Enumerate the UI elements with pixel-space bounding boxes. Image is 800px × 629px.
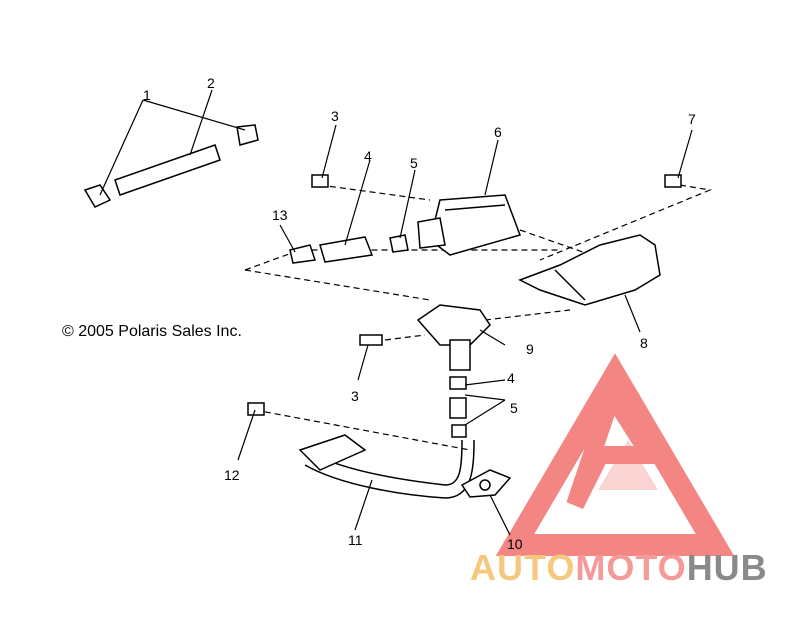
fitting-13: [289, 244, 316, 264]
bolt-upper: [311, 174, 329, 188]
callout-9: 9: [526, 341, 534, 357]
callout-3-lower: 3: [351, 388, 359, 404]
callout-5-lower: 5: [510, 400, 518, 416]
callout-6: 6: [494, 124, 502, 140]
sleeve-upper: [319, 234, 409, 263]
bolt-lower: [359, 334, 383, 346]
valve-9: [416, 304, 491, 371]
watermark-logo: [495, 353, 735, 556]
callout-13: 13: [272, 207, 288, 223]
gasket-10: [460, 469, 512, 498]
watermark-hub: HUB: [687, 547, 768, 588]
callout-3-upper: 3: [331, 108, 339, 124]
hose-assembly: [83, 124, 259, 208]
watermark-auto: AUTO: [470, 547, 575, 588]
fittings-lower: [449, 376, 467, 438]
callout-4-lower: 4: [507, 370, 515, 386]
callout-4-upper: 4: [364, 148, 372, 164]
bolt-right: [664, 174, 682, 188]
valve-6: [417, 194, 521, 256]
pipe-11: [298, 434, 475, 499]
callout-2: 2: [207, 75, 215, 91]
callout-10: 10: [507, 536, 523, 552]
watermark-moto: MOTO: [575, 547, 686, 588]
bracket-8: [518, 234, 661, 306]
callout-1: 1: [143, 87, 151, 103]
callout-5-upper: 5: [410, 155, 418, 171]
callout-12: 12: [224, 467, 240, 483]
callout-8: 8: [640, 335, 648, 351]
watermark-text: AUTOMOTOHUB: [470, 547, 768, 588]
leader-lines: [99, 89, 693, 536]
callout-11: 11: [348, 532, 363, 548]
callout-7: 7: [688, 111, 696, 127]
assembly-lines: [244, 184, 713, 451]
bolt-12: [247, 402, 265, 416]
copyright-text: © 2005 Polaris Sales Inc.: [62, 323, 242, 340]
